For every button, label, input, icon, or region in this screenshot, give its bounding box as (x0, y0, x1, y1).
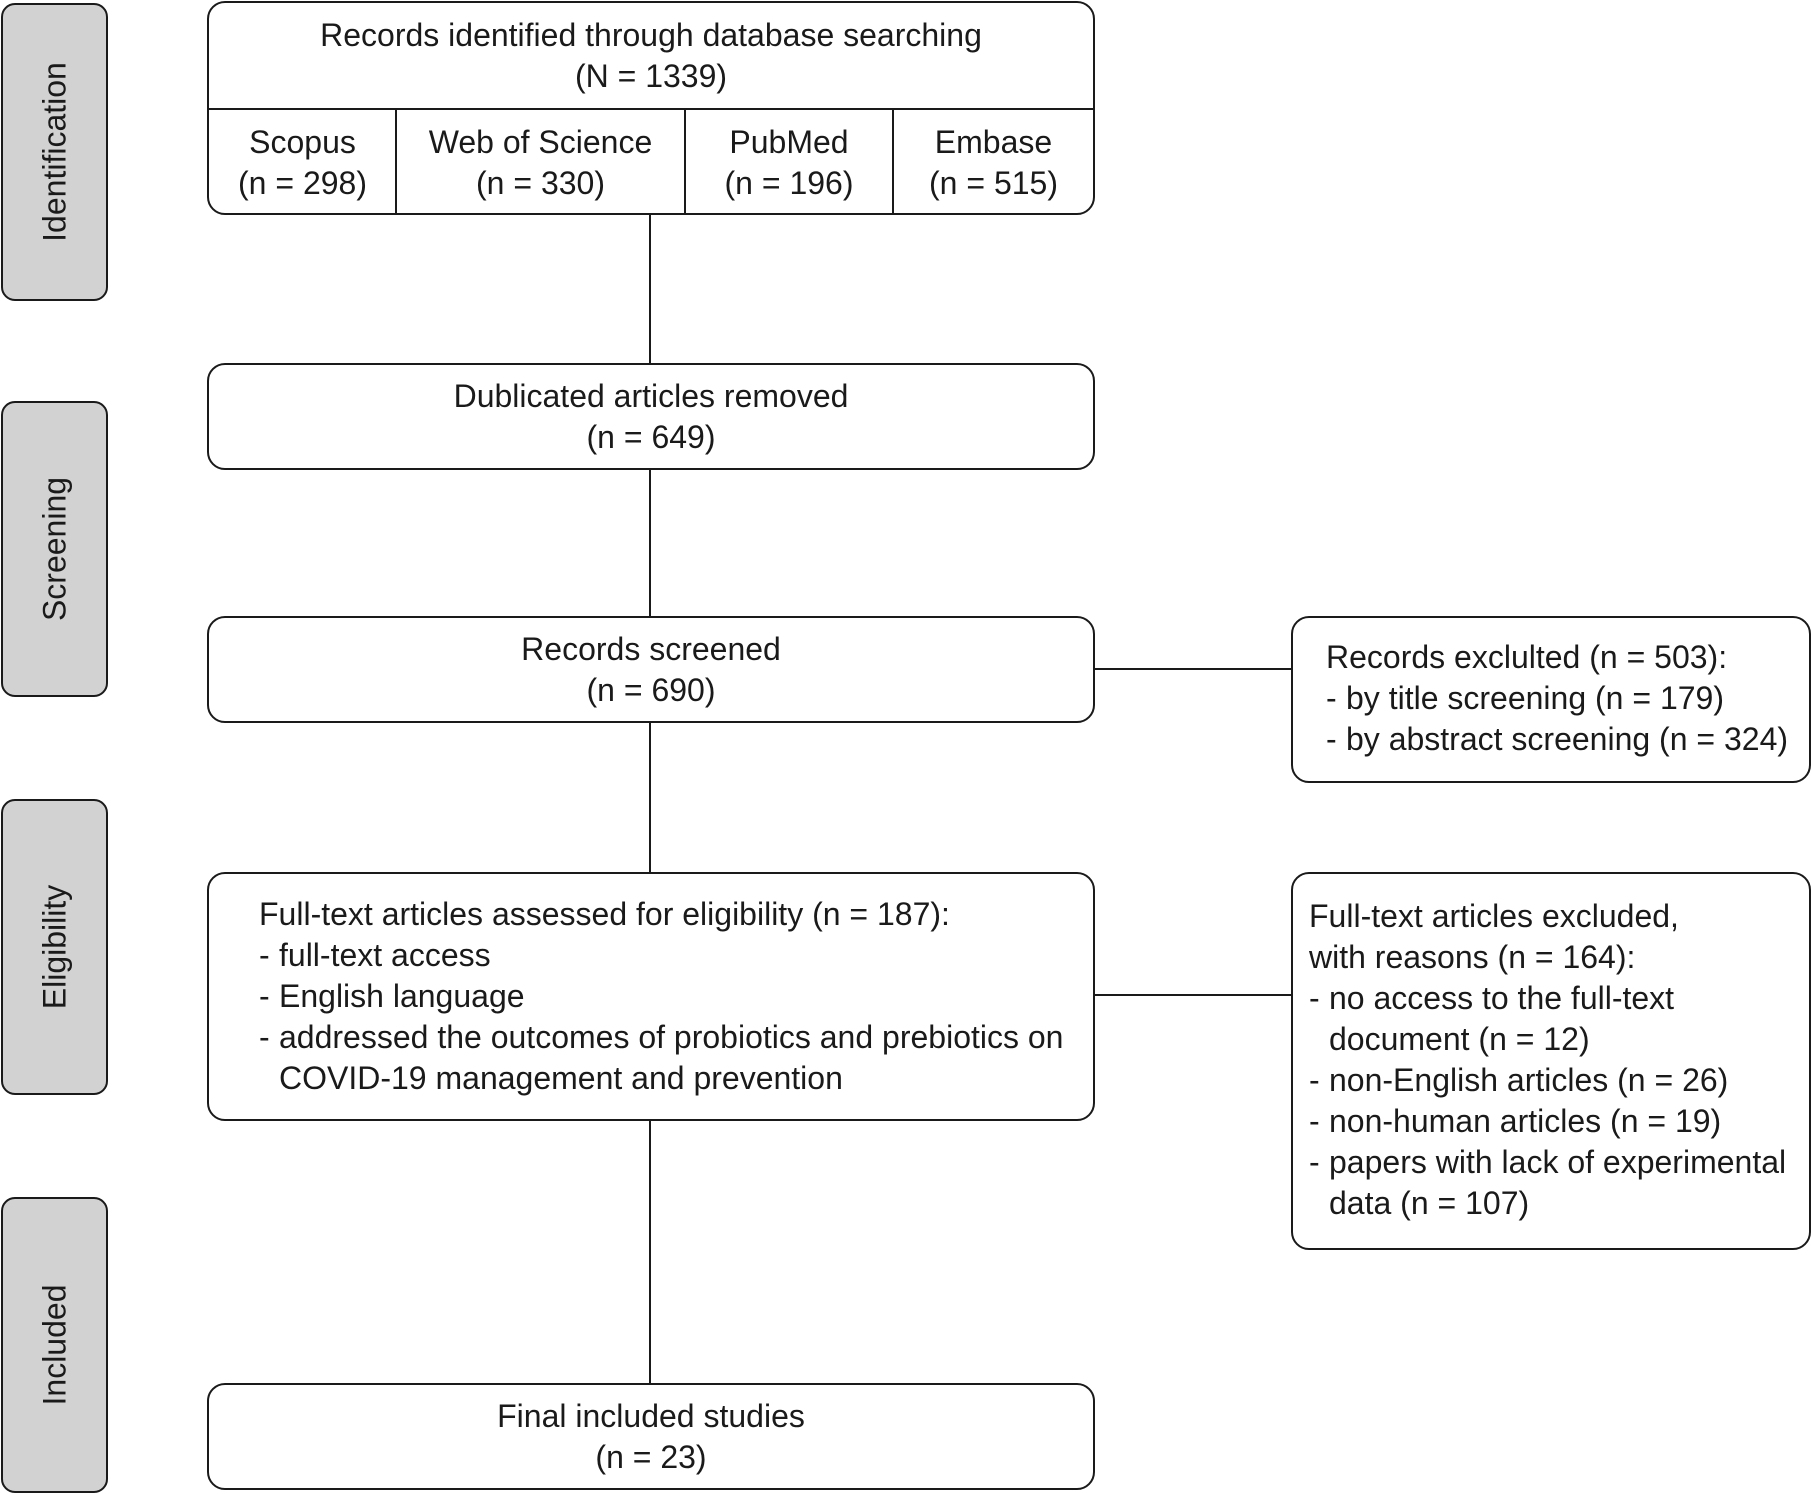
database-pubmed: PubMed (n = 196) (686, 110, 892, 215)
database-pubmed-count: (n = 196) (724, 164, 854, 201)
stage-screening: Screening (1, 401, 108, 697)
excluded-item: -by abstract screening (n = 324) (1326, 721, 1789, 757)
duplicates-title: Dublicated articles removed (453, 377, 849, 414)
fulltext-excluded-item: -non-human articles (n = 19) (1309, 1103, 1722, 1139)
database-scopus: Scopus (n = 298) (209, 110, 396, 215)
fulltext-excluded-item-text: non-English articles (n = 26) (1329, 1062, 1729, 1098)
eligibility-item: -English language (259, 978, 525, 1014)
eligibility-box: Full-text articles assessed for eligibil… (207, 872, 1095, 1121)
database-row: Scopus (n = 298) Web of Science (n = 330… (209, 110, 1093, 215)
fulltext-excluded-title-line2: with reasons (n = 164): (1309, 939, 1636, 975)
screened-count: (n = 690) (586, 671, 716, 708)
database-embase-count: (n = 515) (929, 164, 1058, 201)
excluded-box: Records exclulted (n = 503): -by title s… (1291, 616, 1811, 783)
excluded-text: Records exclulted (n = 503): -by title s… (1326, 637, 1788, 760)
database-scopus-name: Scopus (249, 123, 356, 160)
fulltext-excluded-item: -papers with lack of experimental data (… (1309, 1144, 1787, 1221)
stage-eligibility: Eligibility (1, 799, 108, 1095)
fulltext-excluded-box: Full-text articles excluded, with reason… (1291, 872, 1811, 1250)
connector-duplicates-to-screened (649, 469, 651, 617)
eligibility-item: -addressed the outcomes of probiotics an… (259, 1019, 1064, 1096)
fulltext-excluded-title-line1: Full-text articles excluded, (1309, 898, 1679, 934)
database-divider-3 (892, 110, 894, 215)
identification-divider (209, 108, 1093, 110)
eligibility-item-text: full-text access (279, 937, 491, 973)
included-count: (n = 23) (595, 1438, 707, 1475)
stage-identification: Identification (1, 3, 108, 301)
eligibility-item: -full-text access (259, 937, 491, 973)
database-web-of-science-count: (n = 330) (476, 164, 605, 201)
identification-box: Records identified through database sear… (207, 1, 1095, 215)
eligibility-text: Full-text articles assessed for eligibil… (259, 894, 1069, 1099)
excluded-item: -by title screening (n = 179) (1326, 680, 1724, 716)
database-divider-1 (395, 110, 397, 215)
database-embase: Embase (n = 515) (894, 110, 1093, 215)
stage-included: Included (1, 1197, 108, 1493)
stage-included-label: Included (36, 1284, 72, 1406)
screened-box: Records screened (n = 690) (207, 616, 1095, 723)
stage-identification-label: Identification (36, 62, 72, 242)
excluded-item-text: by title screening (n = 179) (1346, 680, 1724, 716)
database-embase-name: Embase (934, 123, 1053, 160)
fulltext-excluded-item-text: non-human articles (n = 19) (1329, 1103, 1722, 1139)
connector-eligibility-to-fulltext-excluded (1093, 994, 1293, 996)
identification-header: Records identified through database sear… (209, 3, 1093, 109)
identification-count: (N = 1339) (574, 58, 728, 94)
fulltext-excluded-item-text: no access to the full-text document (n =… (1329, 980, 1675, 1057)
connector-screened-to-excluded (1093, 668, 1293, 670)
fulltext-excluded-item: -no access to the full-text document (n … (1309, 980, 1675, 1057)
connector-screened-to-eligibility (649, 722, 651, 872)
duplicates-box: Dublicated articles removed (n = 649) (207, 363, 1095, 470)
connector-eligibility-to-included (649, 1119, 651, 1384)
included-box: Final included studies (n = 23) (207, 1383, 1095, 1490)
connector-identification-to-duplicates (649, 213, 651, 363)
eligibility-item-text: addressed the outcomes of probiotics and… (279, 1019, 1064, 1096)
stage-eligibility-label: Eligibility (36, 884, 72, 1010)
database-scopus-count: (n = 298) (238, 164, 367, 201)
stage-screening-label: Screening (36, 476, 72, 622)
eligibility-title: Full-text articles assessed for eligibil… (259, 896, 950, 932)
database-web-of-science: Web of Science (n = 330) (397, 110, 684, 215)
fulltext-excluded-text: Full-text articles excluded, with reason… (1309, 896, 1809, 1224)
duplicates-count: (n = 649) (586, 418, 716, 455)
excluded-item-text: by abstract screening (n = 324) (1346, 721, 1789, 757)
database-web-of-science-name: Web of Science (428, 123, 653, 160)
screened-title: Records screened (521, 630, 781, 667)
fulltext-excluded-item-text: papers with lack of experimental data (n… (1329, 1144, 1787, 1221)
database-divider-2 (684, 110, 686, 215)
excluded-title: Records exclulted (n = 503): (1326, 639, 1728, 675)
database-pubmed-name: PubMed (729, 123, 849, 160)
identification-title: Records identified through database sear… (320, 17, 982, 53)
eligibility-item-text: English language (279, 978, 525, 1014)
fulltext-excluded-item: -non-English articles (n = 26) (1309, 1062, 1729, 1098)
included-title: Final included studies (497, 1397, 805, 1434)
